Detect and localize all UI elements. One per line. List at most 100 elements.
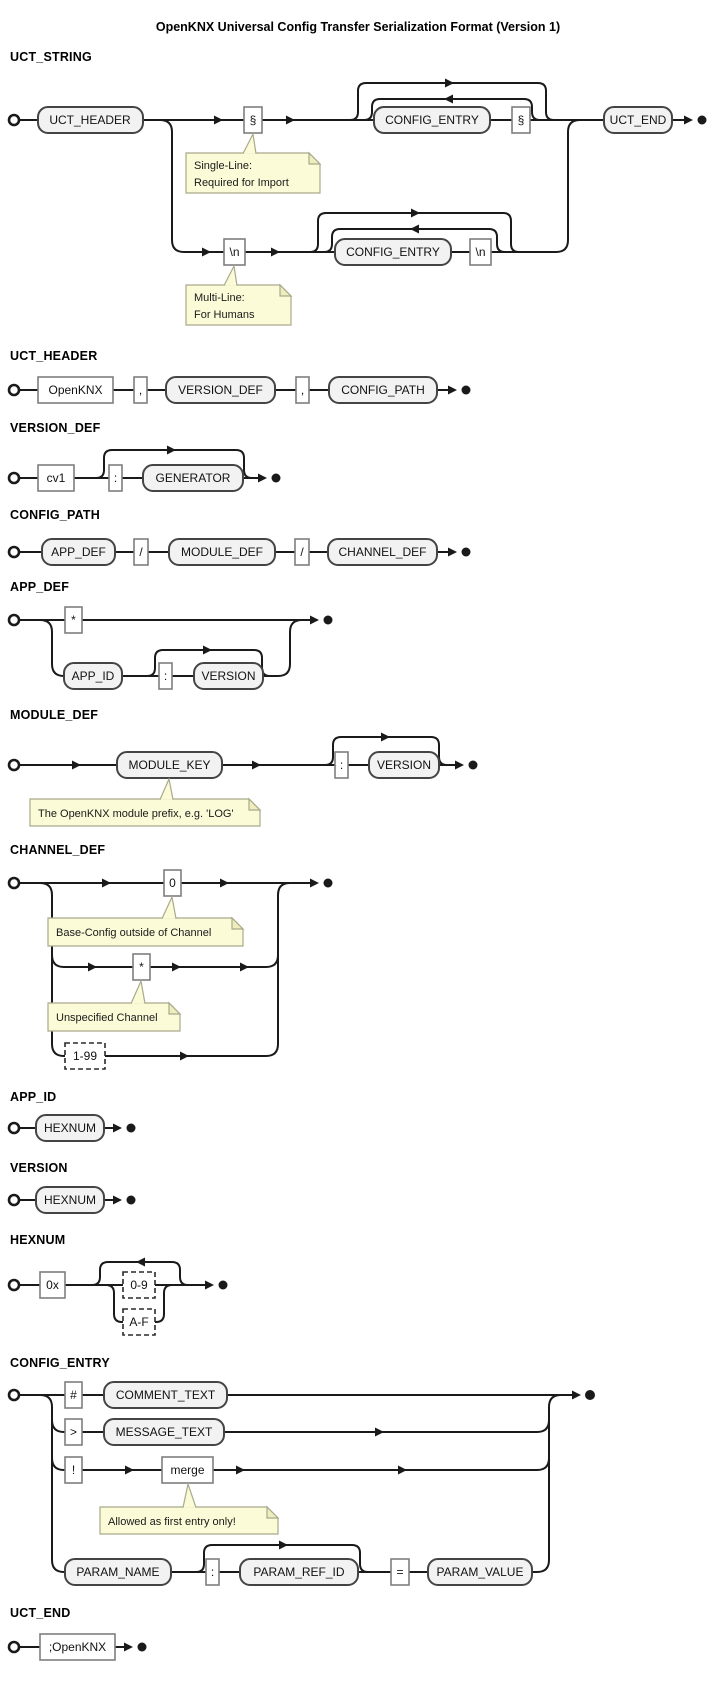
svg-text:CONFIG_ENTRY: CONFIG_ENTRY <box>346 245 440 259</box>
node-param-value: PARAM_VALUE <box>427 1558 533 1586</box>
note-unspecified-channel: Unspecified Channel <box>47 978 182 1032</box>
svg-text:APP_DEF: APP_DEF <box>51 545 106 559</box>
terminal-bang: ! <box>64 1456 83 1484</box>
railroad-end-icon <box>323 615 333 625</box>
svg-text:0: 0 <box>169 876 176 890</box>
section-version-def: VERSION_DEF cv1 : GENERATOR <box>7 421 281 492</box>
svg-text::: : <box>211 1565 214 1579</box>
page-title: OpenKNX Universal Config Transfer Serial… <box>156 20 560 34</box>
terminal-comma-b: , <box>295 376 310 404</box>
section-version: VERSION HEXNUM <box>7 1161 136 1214</box>
node-generator: GENERATOR <box>142 464 244 492</box>
terminal-colon: : <box>334 751 349 779</box>
svg-text:OpenKNX: OpenKNX <box>48 383 102 397</box>
svg-text:,: , <box>139 383 142 397</box>
railroad-end-icon <box>461 547 471 557</box>
terminal-slash-a: / <box>133 538 149 566</box>
section-uct-end: UCT_END ;OpenKNX <box>7 1606 147 1661</box>
node-config-entry-b: CONFIG_ENTRY <box>334 238 452 266</box>
svg-text:The OpenKNX module prefix, e.g: The OpenKNX module prefix, e.g. 'LOG' <box>38 808 234 820</box>
svg-text:MODULE_KEY: MODULE_KEY <box>128 758 210 772</box>
terminal-zero: 0 <box>163 869 182 897</box>
section-heading-uct-end: UCT_END <box>10 1606 70 1620</box>
node-uct-end: UCT_END <box>603 106 673 134</box>
railroad-start-icon <box>7 758 21 772</box>
terminal-slash-b: / <box>294 538 310 566</box>
node-app-id: APP_ID <box>63 662 123 690</box>
section-heading-config-path: CONFIG_PATH <box>10 508 100 522</box>
section-hexnum: HEXNUM 0x 0-9 A-F <box>7 1233 228 1336</box>
note-base-config: Base-Config outside of Channel <box>47 895 245 947</box>
svg-text:CONFIG_ENTRY: CONFIG_ENTRY <box>385 113 479 127</box>
svg-text:=: = <box>396 1565 403 1579</box>
svg-text:CHANNEL_DEF: CHANNEL_DEF <box>338 545 426 559</box>
node-uct-header: UCT_HEADER <box>37 106 144 134</box>
terminal-section-sign-b: § <box>511 106 531 134</box>
railroad-start-icon <box>7 613 21 627</box>
svg-text:A-F: A-F <box>129 1315 148 1329</box>
section-app-id: APP_ID HEXNUM <box>7 1090 136 1142</box>
terminal-newline-a: \n <box>223 238 246 266</box>
section-app-def: APP_DEF * APP_ID : VERSION <box>7 580 333 690</box>
svg-text:merge: merge <box>170 1463 204 1477</box>
svg-text:Single-Line:: Single-Line: <box>194 160 252 172</box>
terminal-openknx: OpenKNX <box>37 376 114 404</box>
node-param-ref-id: PARAM_REF_ID <box>239 1558 359 1586</box>
svg-text:GENERATOR: GENERATOR <box>156 471 231 485</box>
node-version-def: VERSION_DEF <box>165 376 276 404</box>
svg-text:Required for Import: Required for Import <box>194 177 289 189</box>
svg-text:#: # <box>70 1388 77 1402</box>
railroad-start-icon <box>7 1193 21 1207</box>
section-heading-config-entry: CONFIG_ENTRY <box>10 1356 110 1370</box>
rails-channel-def <box>7 876 333 1061</box>
node-comment-text: COMMENT_TEXT <box>103 1381 228 1409</box>
section-heading-uct-string: UCT_STRING <box>10 50 92 64</box>
railroad-start-icon <box>7 113 21 127</box>
terminal-digits-0-9: 0-9 <box>122 1271 156 1299</box>
section-heading-hexnum: HEXNUM <box>10 1233 65 1247</box>
section-heading-version-def: VERSION_DEF <box>10 421 101 435</box>
node-version: VERSION <box>368 751 440 779</box>
note-single-line: Single-Line: Required for Import <box>185 132 322 194</box>
railroad-start-icon <box>7 1121 21 1135</box>
section-heading-uct-header: UCT_HEADER <box>10 349 97 363</box>
section-heading-app-id: APP_ID <box>10 1090 56 1104</box>
svg-text:Allowed as first entry only!: Allowed as first entry only! <box>108 1516 236 1528</box>
node-message-text: MESSAGE_TEXT <box>103 1418 225 1446</box>
railroad-end-icon <box>218 1280 228 1290</box>
terminal-merge: merge <box>161 1456 214 1484</box>
section-heading-channel-def: CHANNEL_DEF <box>10 843 105 857</box>
svg-text:For Humans: For Humans <box>194 309 255 321</box>
terminal-newline-b: \n <box>469 238 492 266</box>
node-channel-def: CHANNEL_DEF <box>327 538 438 566</box>
railroad-start-icon <box>7 1388 21 1402</box>
terminal-star: * <box>64 606 83 634</box>
node-param-name: PARAM_NAME <box>64 1558 172 1586</box>
svg-text::: : <box>114 471 117 485</box>
svg-text:Base-Config outside of Channel: Base-Config outside of Channel <box>56 927 211 939</box>
railroad-start-icon <box>7 1278 21 1292</box>
railroad-start-icon <box>7 1640 21 1654</box>
railroad-start-icon <box>7 471 21 485</box>
terminal-openknx-end: ;OpenKNX <box>39 1633 116 1661</box>
svg-text:\n: \n <box>475 245 485 259</box>
node-module-def: MODULE_DEF <box>168 538 276 566</box>
terminal-hash: # <box>64 1381 83 1409</box>
node-app-def: APP_DEF <box>41 538 116 566</box>
svg-text:*: * <box>71 613 76 627</box>
svg-text:UCT_END: UCT_END <box>610 113 667 127</box>
svg-text:PARAM_REF_ID: PARAM_REF_ID <box>253 1565 344 1579</box>
node-module-key: MODULE_KEY <box>116 751 223 779</box>
terminal-colon: : <box>158 662 173 690</box>
svg-text:>: > <box>70 1425 77 1439</box>
railroad-end-icon <box>126 1195 136 1205</box>
svg-text:,: , <box>301 383 304 397</box>
section-heading-version: VERSION <box>10 1161 68 1175</box>
svg-text:HEXNUM: HEXNUM <box>44 1193 96 1207</box>
terminal-eq: = <box>390 1558 410 1586</box>
section-heading-app-def: APP_DEF <box>10 580 69 594</box>
svg-text:APP_ID: APP_ID <box>72 669 115 683</box>
section-config-entry: CONFIG_ENTRY <box>7 1356 595 1586</box>
node-config-entry-a: CONFIG_ENTRY <box>373 106 491 134</box>
